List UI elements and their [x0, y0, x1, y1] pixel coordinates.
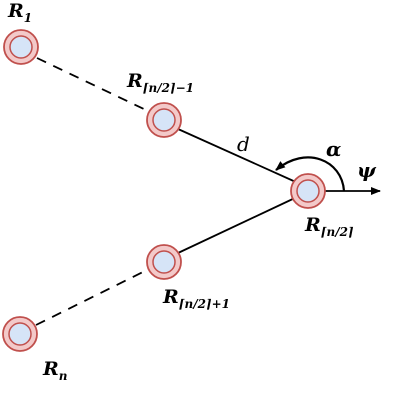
node-r-mid-minus	[146, 102, 182, 138]
label-d: d	[237, 132, 250, 156]
label-r-mid-plus: R⌈n/2⌉+1	[162, 286, 230, 311]
link-d	[177, 128, 299, 184]
label-r-mid-sub: ⌈n/2⌉	[321, 225, 354, 239]
label-r1: R1	[7, 0, 32, 25]
dashed-link-r1	[36, 57, 149, 112]
label-r-mid-plus-sub: ⌈n/2⌉+1	[179, 297, 230, 311]
label-r1-main: R	[7, 0, 24, 22]
dashed-link-rn	[35, 269, 148, 326]
label-rn-sub: n	[59, 369, 68, 383]
label-r-mid-minus: R⌈n/2⌉−1	[126, 70, 194, 95]
label-alpha: α	[326, 137, 341, 161]
label-r-mid-minus-sub: ⌈n/2⌉−1	[143, 81, 194, 95]
node-r1	[3, 29, 39, 65]
node-r-mid-plus	[146, 244, 182, 280]
angle-arc	[275, 156, 346, 192]
label-r-mid-minus-main: R	[126, 70, 143, 92]
label-r-mid-main: R	[304, 214, 321, 236]
label-rn-main: R	[42, 358, 59, 380]
link-lower	[177, 196, 298, 254]
label-r-mid-plus-main: R	[162, 286, 179, 308]
node-rn	[2, 316, 38, 352]
label-r-mid: R⌈n/2⌉	[304, 214, 354, 239]
label-r1-sub: 1	[24, 11, 32, 25]
label-rn: Rn	[42, 358, 68, 383]
node-r-mid	[290, 173, 326, 209]
label-psi: ψ	[357, 158, 377, 182]
